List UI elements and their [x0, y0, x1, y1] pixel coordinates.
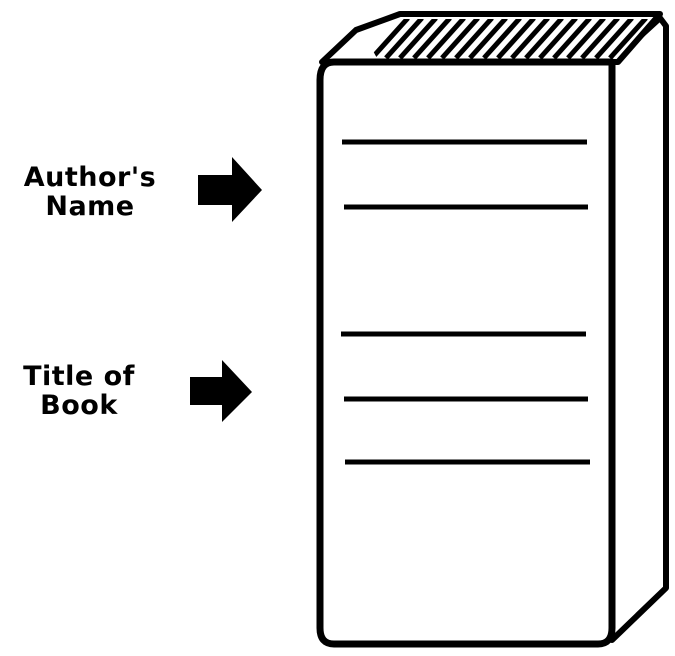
- book-top-pages: [322, 14, 660, 62]
- right-arrow-icon: [190, 360, 252, 422]
- book-side-face: [612, 18, 666, 640]
- right-arrow-icon: [198, 157, 262, 222]
- book-spine: [320, 62, 612, 644]
